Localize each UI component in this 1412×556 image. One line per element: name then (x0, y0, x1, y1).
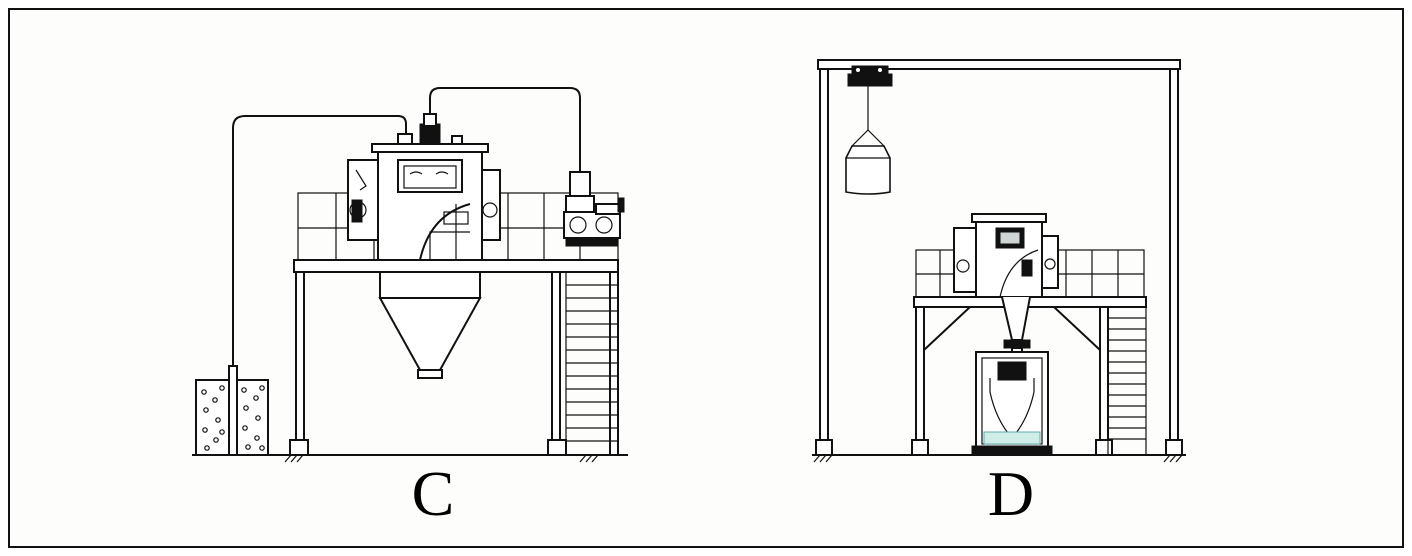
panel-label-c: C (412, 458, 455, 529)
gantry-frame (815, 59, 1183, 456)
cone-hopper (378, 271, 482, 379)
panel-label-d: D (988, 458, 1034, 529)
return-pipe (429, 87, 581, 172)
mixer-body (347, 113, 501, 261)
feed-pipe (232, 115, 407, 366)
panel-c-drawing: C (192, 87, 628, 529)
ground-hatch (284, 454, 599, 463)
dust-collector (563, 171, 625, 247)
raw-material-bin (195, 115, 407, 456)
staircase (1107, 306, 1147, 456)
staircase (565, 271, 619, 456)
mixer-body (953, 213, 1059, 298)
bagging-station (971, 351, 1053, 456)
granules (201, 385, 265, 451)
panel-d-drawing: D (812, 59, 1186, 529)
ground-hatch (813, 454, 1183, 463)
hoist (847, 65, 893, 130)
hanging-bag (845, 129, 891, 195)
figure-border (8, 8, 1404, 548)
